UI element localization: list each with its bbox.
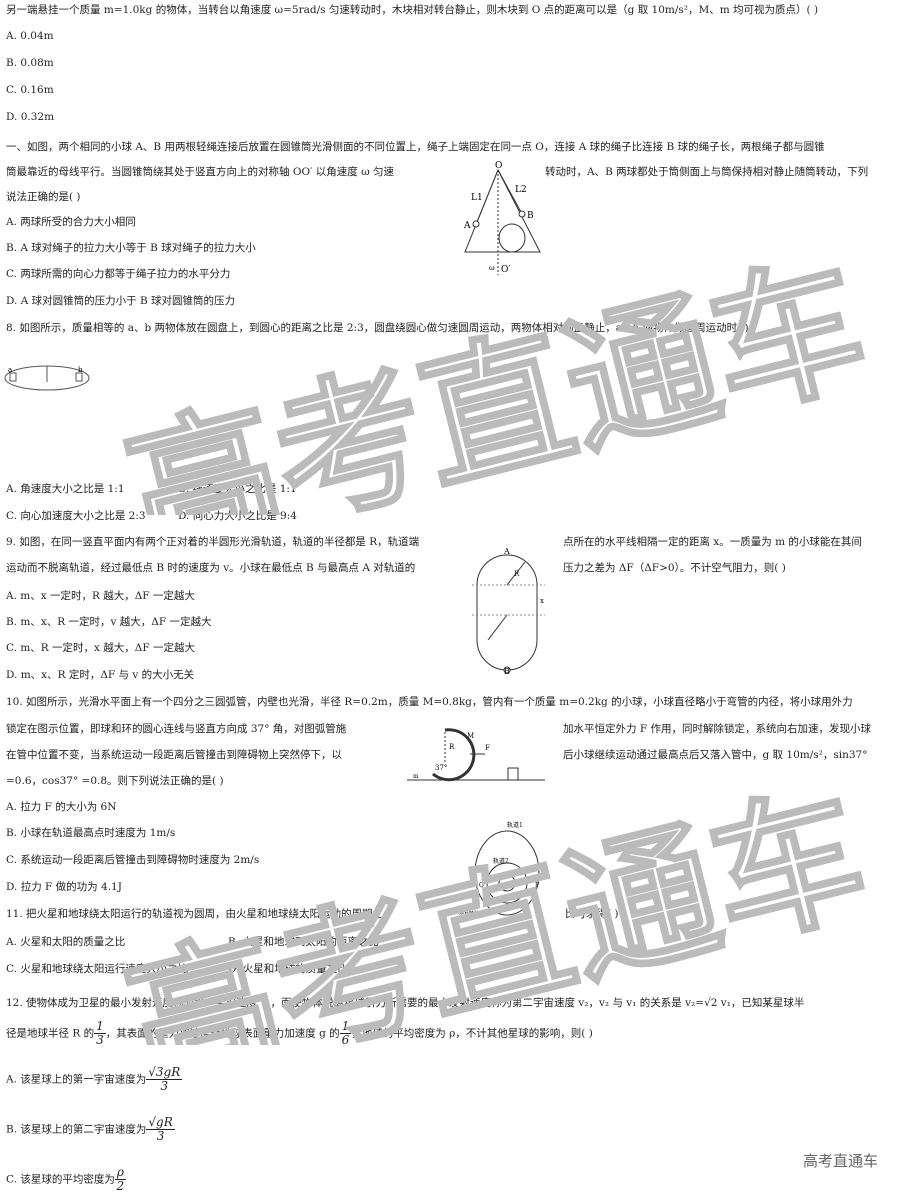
q7-option-a: A. 两球所受的合力大小相同 [6,216,136,228]
q6-option-d: D. 0.32m [6,111,55,123]
svg-text:x: x [540,597,544,605]
svg-text:O: O [495,161,502,171]
svg-text:O′: O′ [501,265,510,275]
svg-text:地月转移轨道: 地月转移轨道 [459,910,489,917]
q8-option-c: C. 向心加速度大小之比是 2:3 [6,510,146,522]
corner-brand: 高考直通车 [802,1152,878,1170]
q10-line4: =0.6，cos37° =0.8。则下列说法正确的是( ) [6,775,224,787]
q9-option-d: D. m、x、R 定时，ΔF 与 v 的大小无关 [6,669,195,681]
q10-option-d: D. 拉力 F 做的功为 4.1J [6,881,122,893]
q12-line2-text-a: 径是地球半径 R 的 [6,1027,95,1040]
q7-line3: 说法正确的是( ) [6,191,81,203]
q9-option-a: A. m、x 一定时，R 越大，ΔF 一定越大 [6,590,195,602]
svg-text:m: m [413,773,419,780]
q9-option-c: C. m、R 一定时，x 越大，ΔF 一定越大 [6,642,195,654]
svg-text:B: B [527,211,534,221]
q7-option-c: C. 两球所需的向心力都等于绳子拉力的水平分力 [6,268,231,280]
svg-text:L2: L2 [515,185,527,195]
q9-line1b: 点所在的水平线相隔一定的距离 x。一质量为 m 的小球能在其间 [563,536,862,548]
svg-text:F: F [485,744,490,752]
q11-option-a: A. 火星和太阳的质量之比 [6,936,126,948]
q9-line2a: 运动而不脱离轨道，经过最低点 B 时的速度为 v。小球在最低点 B 与最高点 A… [6,562,416,574]
q10-line2b: 加水平恒定外力 F 作用，同时解除锁定，系统向右加速，发现小球 [563,723,871,735]
q11-option-c: C. 火星和地球绕太阳运行速度大小之比 [6,963,189,975]
q8-option-a: A. 角速度大小之比是 1:1 [6,483,125,495]
q10-line3b: 后小球继续运动通过最高点后又落入管中，g 取 10m/s²，sin37° [563,749,868,761]
svg-text:M: M [467,732,474,740]
q6-option-a: A. 0.04m [6,30,54,42]
svg-text:A: A [503,547,510,556]
q7-line2a: 筒最靠近的母线平行。当圆锥筒绕其处于竖直方向上的对称轴 OO′ 以角速度 ω 匀… [6,166,395,178]
q11-option-d: D. 火星和地球的质量之比 [228,963,348,975]
svg-text:a: a [8,366,12,374]
svg-text:37°: 37° [435,764,447,772]
q11-orbit-figure: 轨道1 轨道2 Q P 地月转移轨道 [459,821,540,917]
svg-text:Q: Q [479,882,484,889]
q8-disc-figure: a b [4,365,90,391]
q8-option-d: D. 向心力大小之比是 9:4 [178,510,297,522]
q12-line2-text-b: ，其表面的重力加速度是地球表面重力加速度 g 的 [105,1027,340,1040]
svg-text:P: P [535,882,539,889]
svg-text:ω: ω [489,264,495,272]
q6-option-c: C. 0.16m [6,84,54,96]
q11-stem-b: 比可求得( ) [565,908,619,920]
svg-text:L1: L1 [471,193,483,203]
q8-option-b: B. 线速度大小之比是 1:1 [178,483,297,495]
q9-track-figure: A B R x [472,547,545,675]
svg-text:b: b [78,366,83,374]
svg-text:R: R [449,743,455,751]
svg-text:轨道1: 轨道1 [507,821,523,829]
q9-option-b: B. m、x、R 一定时，v 越大，ΔF 一定越大 [6,616,212,628]
q10-tube-figure: R M F 37° m [407,728,545,782]
q10-line3a: 在管中位置不变，当系统运动一段距离后管撞击到障碍物上突然停下，以 [6,749,342,761]
q10-line2a: 锁定在图示位置，即球和环的圆心连线与竖直方向成 37° 角，对图弧管施 [6,723,347,735]
q12-line1: 12. 使物体成为卫星的最小发射速度称为第一宇宙速度 v₁，而使物体脱离星球引力… [6,997,805,1009]
q7-option-d: D. A 球对圆锥筒的压力小于 B 球对圆锥筒的压力 [6,295,236,307]
q12-line2-text-c: ，地球的平均密度为 ρ，不计其他星球的影响，则( ) [351,1027,593,1040]
q7-line2b: 转动时，A、B 两球都处于筒侧面上与筒保持相对静止随筒转动，下列 [545,166,869,178]
q6-option-b: B. 0.08m [6,57,54,69]
q10-option-b: B. 小球在轨道最高点时速度为 1m/s [6,827,176,839]
svg-text:R: R [514,570,520,578]
q8-stem: 8. 如图所示，质量相等的 a、b 两物体放在圆盘上，到圆心的距离之比是 2:3… [6,322,749,334]
q10-line1: 10. 如图所示，光滑水平面上有一个四分之三圆弧管，内壁也光滑，半径 R=0.2… [6,696,853,708]
q9-line1a: 9. 如图，在同一竖直平面内有两个正对着的半圆形光滑轨道，轨道的半径都是 R，轨… [6,536,420,548]
q7-cone-figure: O L1 L2 A B O′ ω [463,161,541,275]
q10-option-c: C. 系统运动一段距离后管撞击到障碍物时速度为 2m/s [6,854,260,866]
svg-text:轨道2: 轨道2 [493,857,509,865]
svg-text:B: B [504,667,510,675]
q10-option-a: A. 拉力 F 的大小为 6N [6,801,117,813]
q9-line2b: 压力之差为 ΔF（ΔF>0）。不计空气阻力，则( ) [563,562,786,574]
q11-option-b: B. 火星和地球到太阳的距离之比 [228,936,379,948]
q6-stem: 另一端悬挂一个质量 m=1.0kg 的物体，当转台以角速度 ω=5rad/s 匀… [6,4,819,16]
q7-option-b: B. A 球对绳子的拉力大小等于 B 球对绳子的拉力大小 [6,242,256,254]
q7-line1: 一、如图，两个相同的小球 A、B 用两根轻绳连接后放置在圆锥筒光滑侧面的不同位置… [6,141,825,153]
svg-text:A: A [463,221,471,231]
q11-stem-a: 11. 把火星和地球绕太阳运行的轨道视为圆周，由火星和地球绕太阳运动的周期之 [6,908,384,920]
